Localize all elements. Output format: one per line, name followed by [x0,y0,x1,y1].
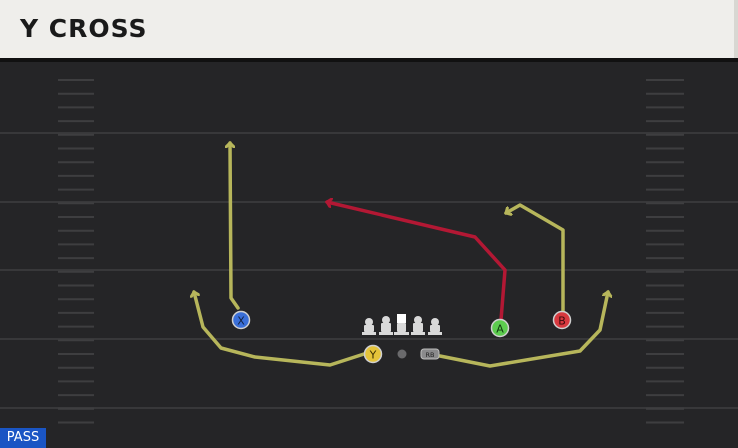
player-b: B [552,310,572,330]
title-shadow [0,58,738,62]
yard-lines [0,132,738,409]
play-title-bar: Y CROSS [0,0,738,62]
play-title: Y CROSS [20,14,148,43]
quarterback-marker [397,349,407,359]
route-y [194,292,366,367]
route-rb [438,292,608,368]
title-accent [734,0,738,58]
lineman-icon [428,318,442,335]
player-y: Y [363,344,383,364]
player-x: X [231,310,251,330]
player-rb: RB [420,348,440,360]
center-icon [394,314,409,335]
b-label: B [558,315,566,328]
play-field [0,62,738,448]
title-background [0,0,734,58]
rb-label: RB [426,351,435,359]
x-label: X [237,315,245,328]
hash-marks [58,79,684,424]
route-x [230,143,240,310]
lineman-icon [379,316,393,335]
y-label: Y [369,349,377,362]
routes [194,143,608,368]
lineman-icon [411,316,425,335]
player-a: A [490,318,510,338]
lineman-icon [362,318,376,335]
play-type-badge: PASS [0,428,46,448]
a-label: A [496,323,504,336]
offensive-line [362,314,442,335]
route-b [506,203,565,314]
route-a-primary [327,202,507,322]
